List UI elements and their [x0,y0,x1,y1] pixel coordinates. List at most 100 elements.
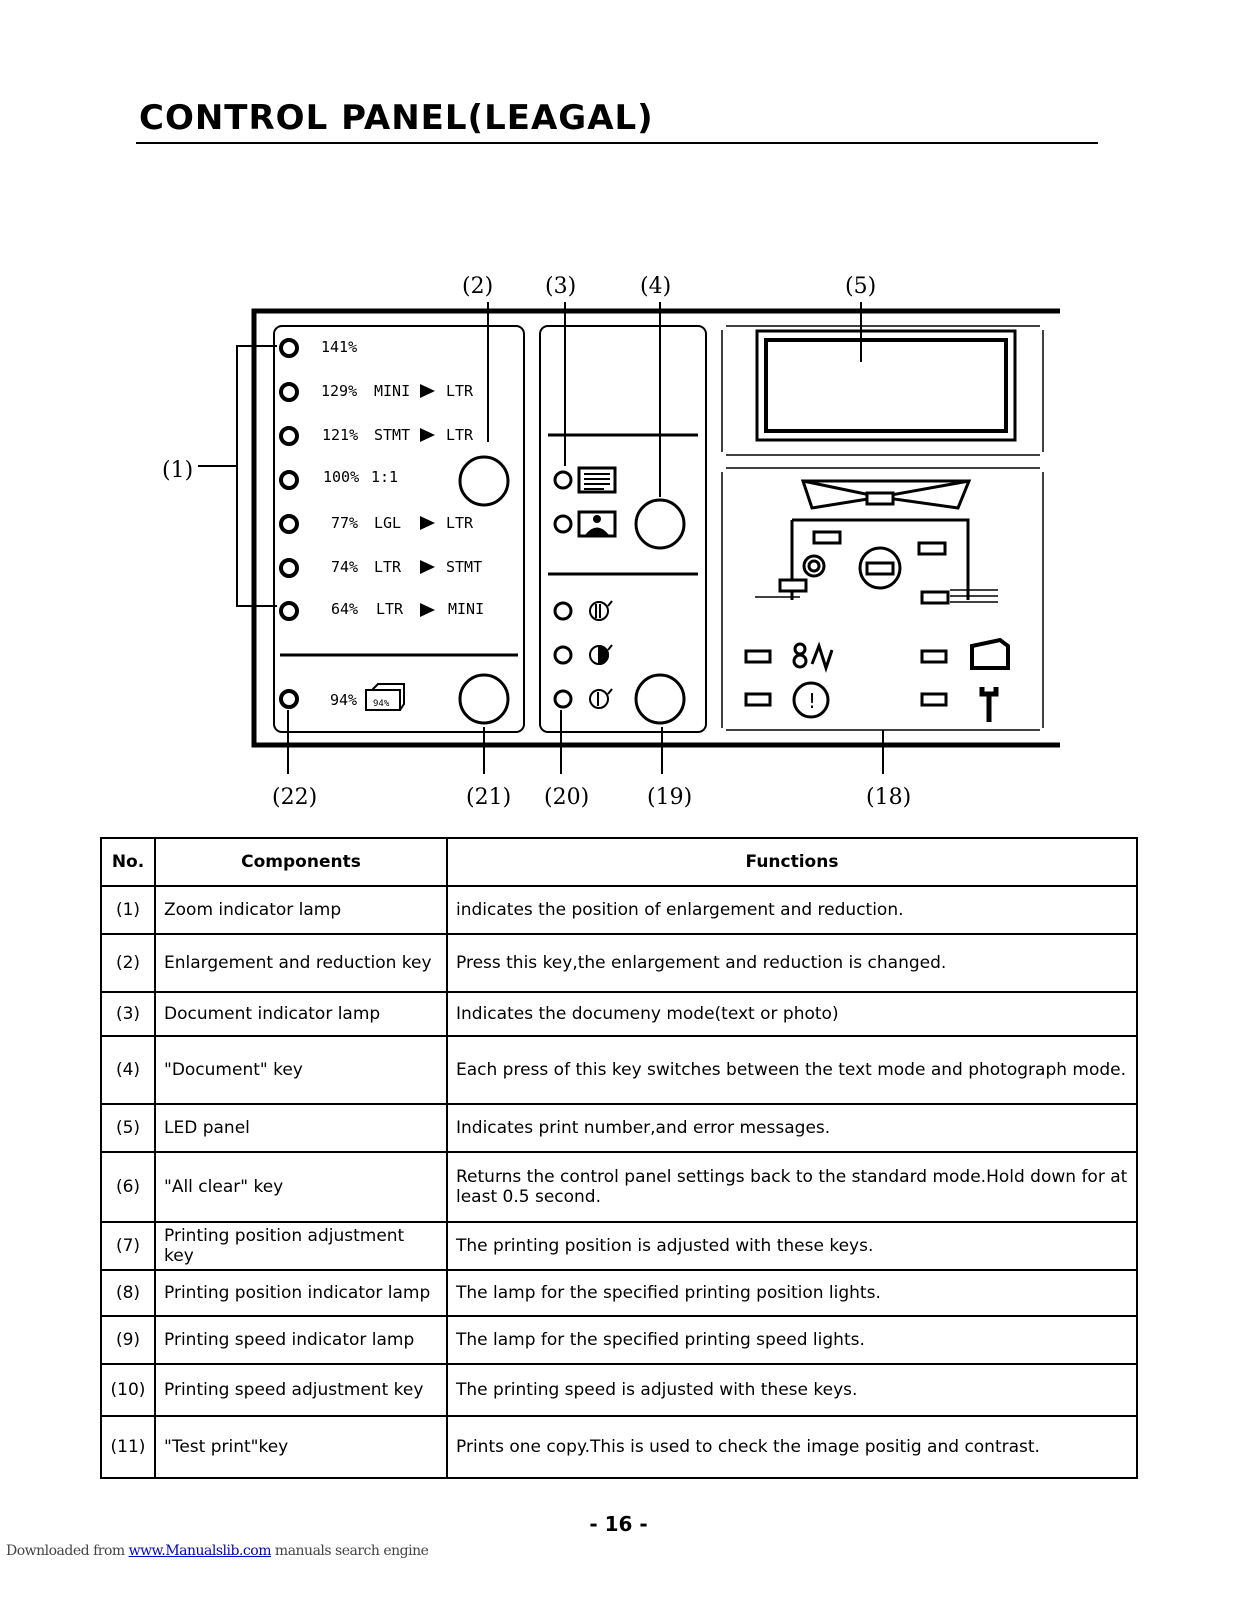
special-zoom-key [458,673,510,725]
zoom-from-77: LGL [374,514,401,532]
row-component: Printing speed adjustment key [154,1363,448,1417]
zoom-from-121: STMT [374,426,410,444]
contrast-lamp-1 [553,601,573,621]
position-lamp-lower-left [778,578,808,593]
row-function: The lamp for the specified printing spee… [446,1315,1138,1365]
manualslib-link[interactable]: www.Manualslib.com [128,1543,272,1559]
row-component: Document indicator lamp [154,991,448,1037]
photo-mode-lamp [553,514,573,534]
zoom-pct-121: 121% [322,426,358,444]
contrast-lamp-3 [553,689,573,709]
row-component: Zoom indicator lamp [154,885,448,935]
row-no: (9) [100,1315,156,1365]
download-footer: Downloaded from www.Manualslib.com manua… [6,1543,429,1559]
zoom-indicator-lamp [279,426,299,446]
header-functions: Functions [446,837,1138,887]
zoom-to-77: LTR [446,514,474,532]
callout-21: (21) [466,785,511,810]
row-function: Indicates the documeny mode(text or phot… [446,991,1138,1037]
footer-suffix: manuals search engine [270,1543,429,1559]
zoom-to-74: STMT [446,558,482,576]
arrow-right-icon [420,384,435,398]
zoom-pct-141: 141% [321,338,357,356]
zoom-section-box [273,325,525,733]
callout-20: (20) [544,785,589,810]
row-component: "Document" key [154,1035,448,1105]
position-lamp-top [865,491,895,506]
led-panel-display [764,338,1008,433]
contrast-key [634,673,686,725]
footer-prefix: Downloaded from [6,1543,129,1559]
zoom-key [458,455,510,507]
status-lamp-1 [744,649,772,664]
zoom-indicator-lamp [279,470,299,490]
zoom-to-121: LTR [446,426,474,444]
contrast-light-icon [589,601,609,621]
zoom-pct-129: 129% [321,382,357,400]
row-component: Printing speed indicator lamp [154,1315,448,1365]
photo-document-icon [577,510,617,538]
row-function: The printing speed is adjusted with thes… [446,1363,1138,1417]
paper-jam-icon [792,641,834,673]
position-lamp-right [917,541,947,556]
position-lamps [778,491,950,605]
svg-text:!: ! [806,689,818,713]
wrench-icon [979,687,999,722]
callout-22: (22) [272,785,317,810]
header-no: No. [100,837,156,887]
arrow-right-icon [420,516,435,530]
paper-tray-icon [970,637,1010,670]
row-no: (5) [100,1103,156,1153]
zoom-indicator-lamp [279,514,299,534]
page-number: - 16 - [589,1512,648,1536]
row-function: Each press of this key switches between … [446,1035,1138,1105]
callout-1: (1) [162,458,193,483]
row-no: (4) [100,1035,156,1105]
text-mode-lamp [553,470,573,490]
zoom-from-64: LTR [376,600,404,618]
row-function: Indicates print number,and error message… [446,1103,1138,1153]
zoom-lamp-group [279,338,299,709]
contrast-auto-icon [589,644,609,666]
components-table: No. Components Functions (1)Zoom indicat… [100,837,1138,1479]
row-no: (10) [100,1363,156,1417]
row-function: The lamp for the specified printing posi… [446,1269,1138,1317]
contrast-dark-icon [589,689,609,709]
row-no: (7) [100,1221,156,1271]
zoom-from-129: MINI [374,382,410,400]
callout-2: (2) [462,274,493,299]
zoom-arrow-icons [420,384,435,617]
callout-18: (18) [866,785,911,810]
panel-outer-frame [251,308,1060,748]
zoom-indicator-lamp [279,601,299,621]
zoom-pct-94: 94% [330,691,357,709]
contrast-lamp-2 [553,645,573,665]
zoom-pct-64: 64% [331,600,358,618]
zoom-pct-77: 77% [331,514,358,532]
row-component: Printing position adjustment key [154,1221,448,1271]
row-no: (6) [100,1151,156,1223]
zoom-indicator-lamp [279,382,299,402]
arrow-right-icon [420,560,435,574]
control-panel-diagram: 141% 129% MINI LTR 121% STMT LTR 100% 1:… [162,274,1060,810]
row-function: Press this key,the enlargement and reduc… [446,933,1138,993]
status-lamp-2 [744,692,772,707]
row-component: "All clear" key [154,1151,448,1223]
zoom-to-129: LTR [446,382,474,400]
row-component: Enlargement and reduction key [154,933,448,993]
zoom-indicator-lamp [279,689,299,709]
row-no: (11) [100,1415,156,1479]
status-lamp-4 [920,692,948,707]
zoom-from-74: LTR [374,558,402,576]
svg-text:94%: 94% [373,699,390,709]
position-lamp-left [812,530,842,545]
row-component: Printing position indicator lamp [154,1269,448,1317]
